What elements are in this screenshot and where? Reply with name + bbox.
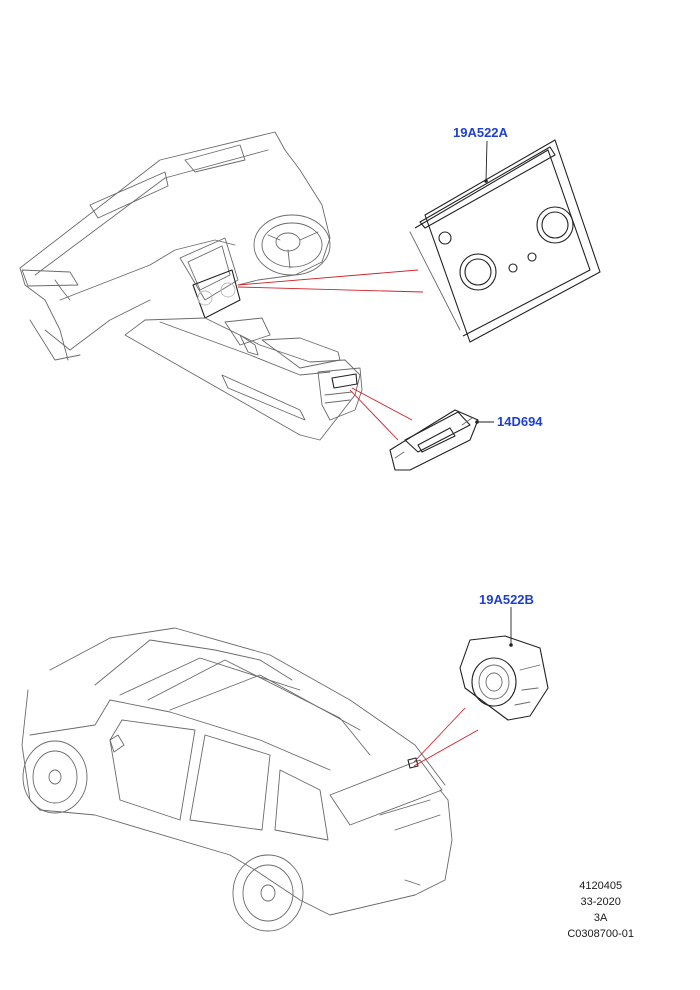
vehicle-illustration (21, 627, 453, 932)
footer-line-2: 33-2020 (580, 896, 621, 908)
callout-pointers (475, 140, 513, 647)
dashboard-illustration (19, 131, 363, 441)
part-19a522a-illustration (409, 139, 601, 343)
callout-14d694[interactable]: 14D694 (497, 414, 543, 429)
part-19a522b-illustration (459, 635, 549, 721)
footer-line-1: 4120405 (579, 880, 623, 892)
callout-19a522a[interactable]: 19A522A (453, 125, 509, 140)
part-14d694-illustration (389, 409, 479, 471)
footer-reference: 4120405 33-2020 3A C0308700-01 (567, 878, 634, 942)
leader-lines (237, 269, 479, 767)
callout-19a522b[interactable]: 19A522B (479, 592, 534, 607)
footer-line-3: 3A (593, 912, 608, 924)
footer-line-4: C0308700-01 (567, 928, 634, 940)
